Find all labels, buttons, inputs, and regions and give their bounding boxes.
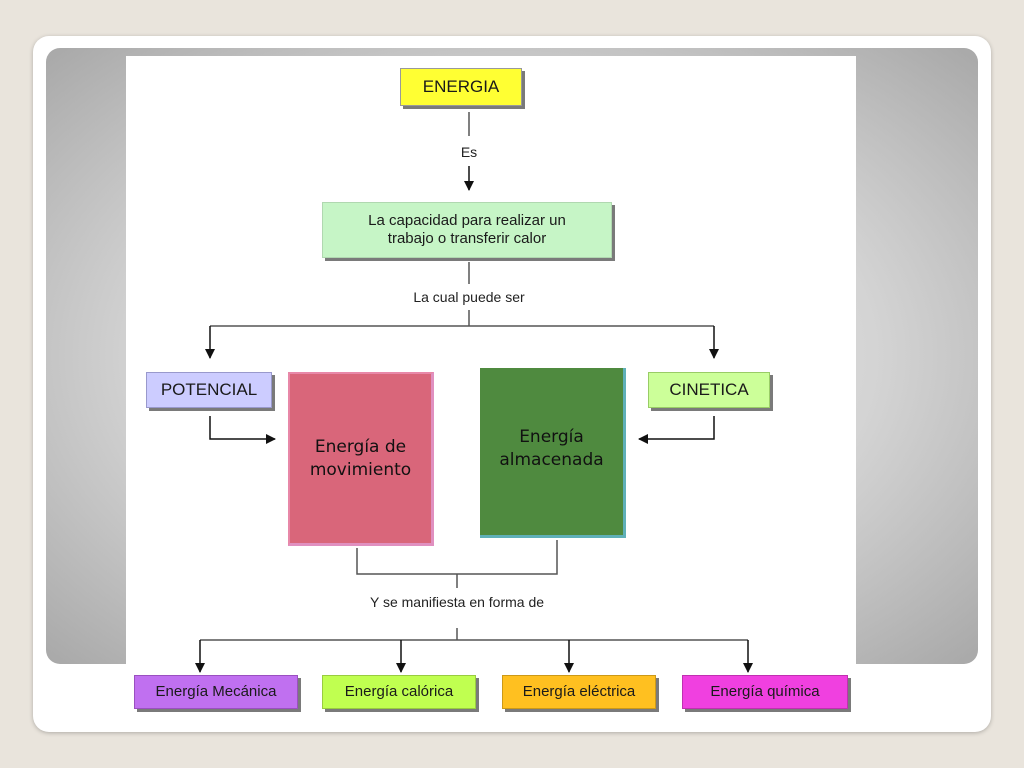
arrow-potencial-movimiento <box>209 416 276 444</box>
arrow-cinetica-almacenada <box>638 416 715 444</box>
node-movimiento: Energía de movimiento <box>288 372 434 546</box>
connector-label-manifiesta: Y se manifiesta en forma de <box>369 594 545 610</box>
node-definition: La capacidad para realizar un trabajo o … <box>322 202 612 258</box>
node-potencial: POTENCIAL <box>146 372 272 408</box>
node-energia-quimica: Energía química <box>682 675 848 709</box>
node-quimica-label: Energía química <box>710 683 820 700</box>
node-almacenada-label: Energía almacenada <box>499 427 604 470</box>
node-movimiento-label: Energía de movimiento <box>309 436 412 480</box>
connector-label-cual: La cual puede ser <box>413 289 525 305</box>
node-energia-mecanica: Energía Mecánica <box>134 675 298 709</box>
node-energia: ENERGIA <box>400 68 522 106</box>
node-electrica-label: Energía eléctrica <box>522 683 636 700</box>
node-almacenada: Energía almacenada <box>480 368 626 538</box>
node-energia-label: ENERGIA <box>422 76 500 96</box>
node-potencial-label: POTENCIAL <box>160 379 258 399</box>
node-energia-calorica: Energía calórica <box>322 675 476 709</box>
node-calorica-label: Energía calórica <box>344 683 454 700</box>
node-cinetica: CINETICA <box>648 372 770 408</box>
node-cinetica-label: CINETICA <box>669 379 749 399</box>
node-definition-label: La capacidad para realizar un trabajo o … <box>368 212 566 247</box>
node-mecanica-label: Energía Mecánica <box>155 683 277 700</box>
connector-label-es: Es <box>460 144 478 160</box>
node-energia-electrica: Energía eléctrica <box>502 675 656 709</box>
